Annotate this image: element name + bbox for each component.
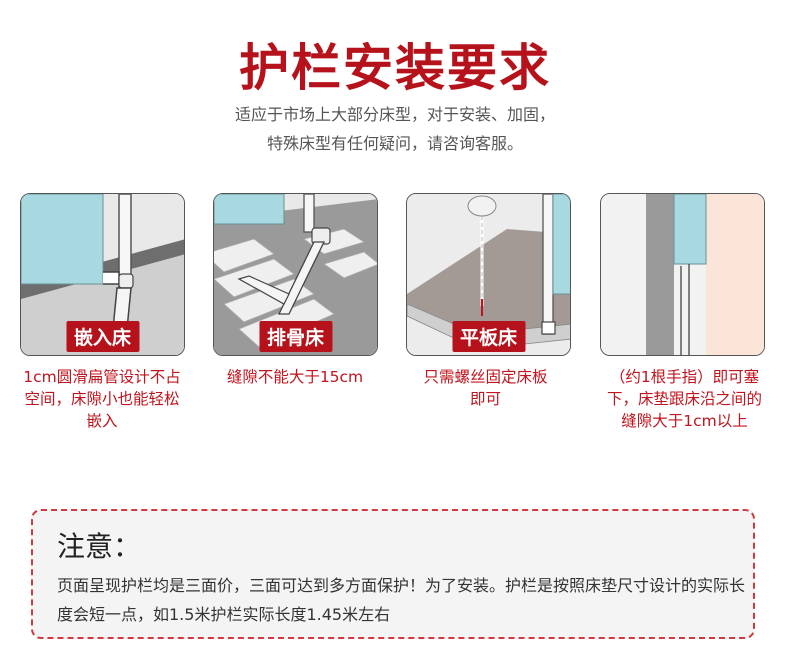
caption-slatted-bed: 缝隙不能大于15cm — [226, 368, 364, 386]
notice-body: 页面呈现护栏均是三面价，三面可达到多方面保护！为了安装。护栏是按照床垫尺寸设计的… — [57, 576, 746, 624]
flat-bed-illustration — [407, 194, 570, 355]
gap-detail-illustration — [601, 194, 764, 355]
caption-embedded-bed: 1cm圆滑扁管设计不占空间，床隙小也能轻松嵌入 — [23, 368, 181, 430]
card-badge: 平板床 — [451, 321, 526, 352]
card-flat-bed: 平板床 — [406, 193, 571, 356]
caption-gap-detail: （约1根手指）即可塞下，床垫跟床沿之间的缝隙大于1cm以上 — [606, 368, 762, 430]
card-badge: 排骨床 — [258, 321, 333, 352]
card-slatted-bed: 排骨床 — [213, 193, 378, 356]
page-title: 护栏安装要求 — [239, 39, 551, 97]
embedded-bed-illustration — [21, 194, 184, 355]
card-embedded-bed: 嵌入床 — [20, 193, 185, 356]
card-badge: 嵌入床 — [65, 321, 140, 352]
card-gap-detail — [600, 193, 765, 356]
caption-flat-bed: 只需螺丝固定床板即可 — [423, 368, 548, 408]
notice-title: 注意： — [57, 530, 142, 563]
notice-box: 注意： 页面呈现护栏均是三面价，三面可达到多方面保护！为了安装。护栏是按照床垫尺… — [31, 509, 755, 639]
subtitle-line-1: 适应于市场上大部分床型，对于安装、加固， — [234, 105, 555, 124]
subtitle-line-2: 特殊床型有任何疑问，请咨询客服。 — [266, 134, 523, 153]
